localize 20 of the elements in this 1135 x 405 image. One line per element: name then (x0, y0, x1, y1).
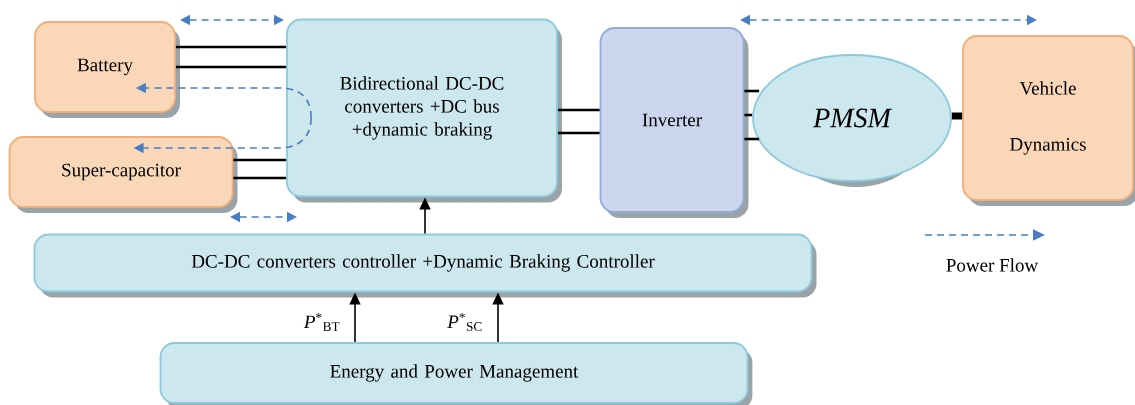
connector-line (744, 89, 760, 93)
process-box: Bidirectional DC-DC converters +DC bus +dynamic braking (286, 18, 562, 203)
edge-label: P$^{*}$BT (302, 312, 342, 332)
connector-line (233, 176, 287, 180)
connector-line (175, 65, 287, 69)
connector-line (557, 108, 600, 112)
connector-line (557, 131, 600, 135)
connector-line (233, 158, 287, 162)
component-box: Vehicle Dynamics (962, 35, 1135, 206)
process-box: DC-DC converters controller +Dynamic Braking Controller (33, 233, 817, 298)
component-box: Super-capacitor (8, 136, 238, 213)
connector-line (744, 137, 760, 141)
connector-line (744, 113, 753, 117)
process-box: Energy and Power Management (159, 342, 753, 405)
connector-line (175, 45, 287, 49)
inverter-box: Inverter (599, 27, 749, 218)
component-box: Battery (34, 21, 180, 118)
connector-line (951, 112, 963, 120)
legend-label: Power Flow (946, 258, 1039, 272)
edge-label: P$^{*}$SC (446, 312, 484, 332)
